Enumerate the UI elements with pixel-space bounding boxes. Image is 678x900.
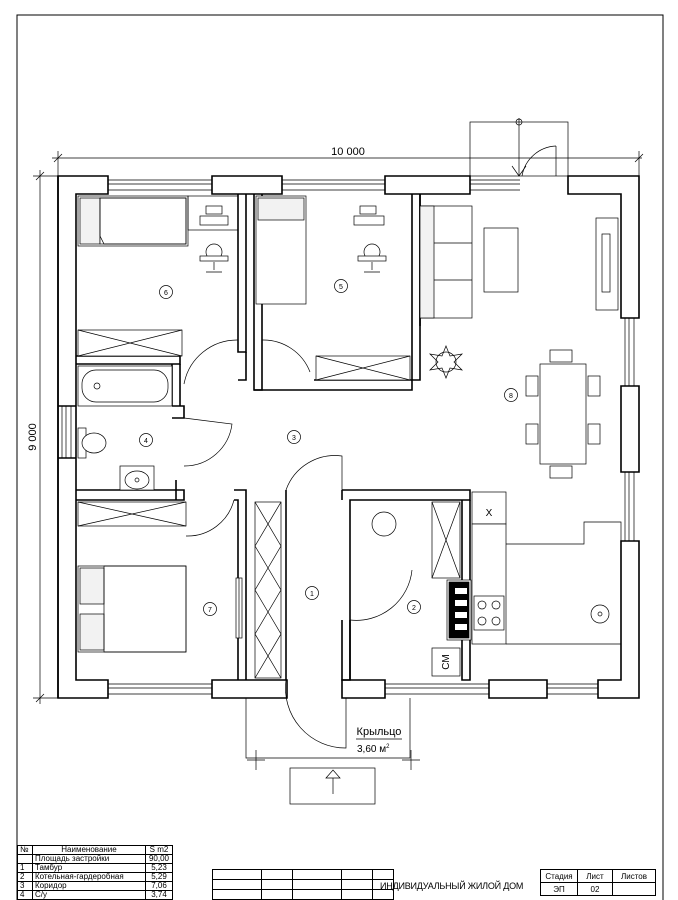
room-marker-5 <box>334 279 348 293</box>
sheets-value <box>612 882 656 896</box>
room-number-2: 2 <box>412 605 416 612</box>
tb-grid-row <box>212 889 394 900</box>
stage-value: ЭП <box>540 882 578 896</box>
room-marker-2 <box>407 600 421 614</box>
title-block-revision-grid <box>212 869 394 900</box>
width-dimension-label: 10 000 <box>331 146 365 158</box>
porch-area-unit-sup: 2 <box>386 744 390 750</box>
spec-cell-name: Коридор <box>32 881 146 891</box>
porch-name: Крыльцо <box>357 726 402 738</box>
room-marker-6 <box>159 285 173 299</box>
project-title: ИНДИВИДУАЛЬНЫЙ ЖИЛОЙ ДОМ <box>380 881 524 891</box>
drawing-frame <box>16 14 664 900</box>
bathroom-fixtures <box>77 365 173 491</box>
room-marker-8 <box>504 388 518 402</box>
table-row: 4 С/у 3,74 <box>17 890 173 900</box>
doors <box>183 339 413 749</box>
living-kitchen-furniture <box>419 205 622 645</box>
sheets-header: Листов <box>612 869 656 883</box>
width-dimension <box>52 151 644 180</box>
stage-header-row: Стадия Лист Листов <box>540 869 656 883</box>
windows <box>61 179 635 695</box>
room-number-6: 6 <box>164 290 168 297</box>
room-number-3: 3 <box>292 435 296 442</box>
room-markers <box>139 279 518 616</box>
bedroom-6-furniture <box>77 195 239 357</box>
height-dimension-label: 9 000 <box>27 423 39 451</box>
room-specification-table: № Наименование S m2 Площадь застройки 90… <box>17 845 173 900</box>
room-numbers: 1 2 3 4 5 6 7 8 <box>144 284 513 614</box>
stage-header: Стадия <box>540 869 578 883</box>
porch <box>245 698 420 805</box>
title-block: ИНДИВИДУАЛЬНЫЙ ЖИЛОЙ ДОМ Стадия Лист Лис… <box>212 869 662 900</box>
stage-sheet-grid: Стадия Лист Листов ЭП 02 <box>540 869 656 896</box>
bedroom-7-furniture <box>77 501 243 653</box>
sheet-header: Лист <box>577 869 613 883</box>
room-marker-7 <box>203 602 217 616</box>
height-dimension <box>33 170 60 704</box>
sheet-value: 02 <box>577 882 613 896</box>
room-number-4: 4 <box>144 438 148 445</box>
tb-grid-row <box>212 869 394 880</box>
room-number-5: 5 <box>339 284 343 291</box>
room-number-1: 1 <box>310 591 314 598</box>
washer-label: СМ <box>441 654 452 669</box>
spec-cell-area: 3,74 <box>145 890 173 900</box>
room-number-8: 8 <box>509 393 513 400</box>
tb-grid-row <box>212 879 394 890</box>
exterior-walls <box>57 175 640 699</box>
spec-cell-name: С/у <box>32 890 146 900</box>
spec-cell-no: 4 <box>17 890 33 900</box>
entry-stairs <box>469 118 569 177</box>
room-number-7: 7 <box>208 607 212 614</box>
bedroom-5-furniture <box>255 195 411 381</box>
boiler-room-fixtures <box>371 501 472 677</box>
room-marker-3 <box>287 430 301 444</box>
spec-header-no: № <box>17 845 33 855</box>
room-marker-4 <box>139 433 153 447</box>
vestibule-wardrobe <box>254 501 282 679</box>
porch-area: 3,60 м2 <box>357 744 390 755</box>
boiler-x-label: X <box>486 508 493 519</box>
stage-value-row: ЭП 02 <box>540 882 656 896</box>
room-marker-1 <box>305 586 319 600</box>
